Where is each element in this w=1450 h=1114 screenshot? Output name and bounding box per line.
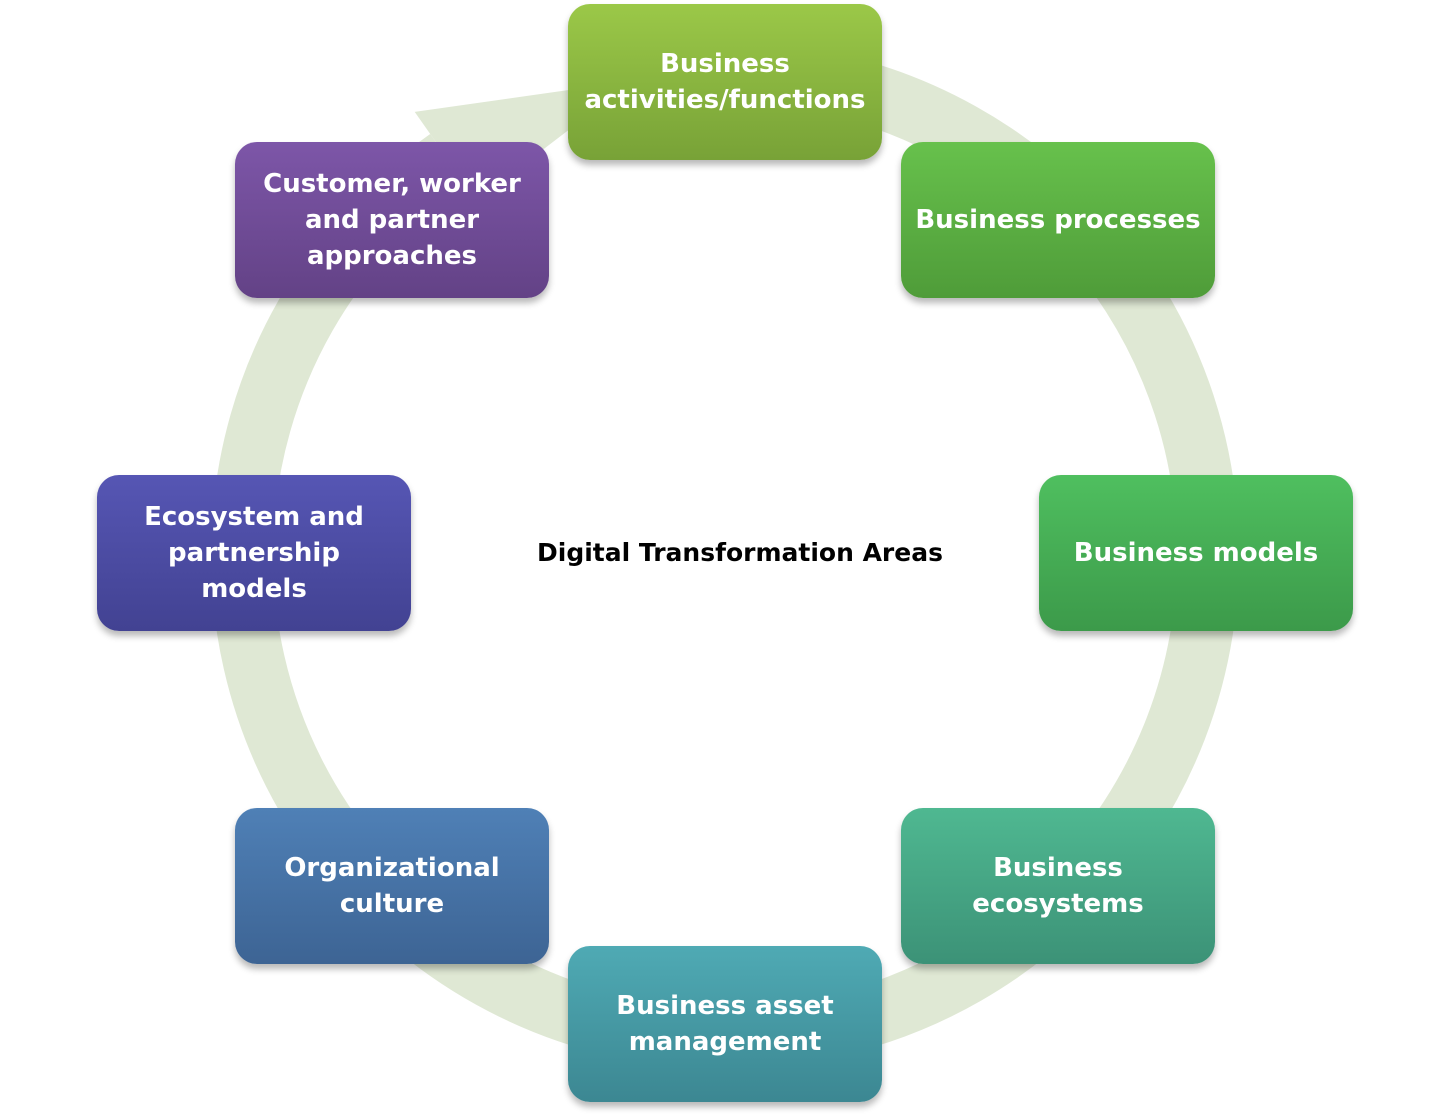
node-business-activities-functions: Business activities/functions [568, 4, 882, 160]
node-ecosystem-partnership-models: Ecosystem and partnership models [97, 475, 411, 631]
node-business-ecosystems: Business ecosystems [901, 808, 1215, 964]
node-organizational-culture: Organizational culture [235, 808, 549, 964]
node-business-models: Business models [1039, 475, 1353, 631]
node-customer-worker-partner-approaches: Customer, worker and partner approaches [235, 142, 549, 298]
center-title: Digital Transformation Areas [537, 537, 943, 567]
node-business-asset-management: Business asset management [568, 946, 882, 1102]
node-business-processes: Business processes [901, 142, 1215, 298]
